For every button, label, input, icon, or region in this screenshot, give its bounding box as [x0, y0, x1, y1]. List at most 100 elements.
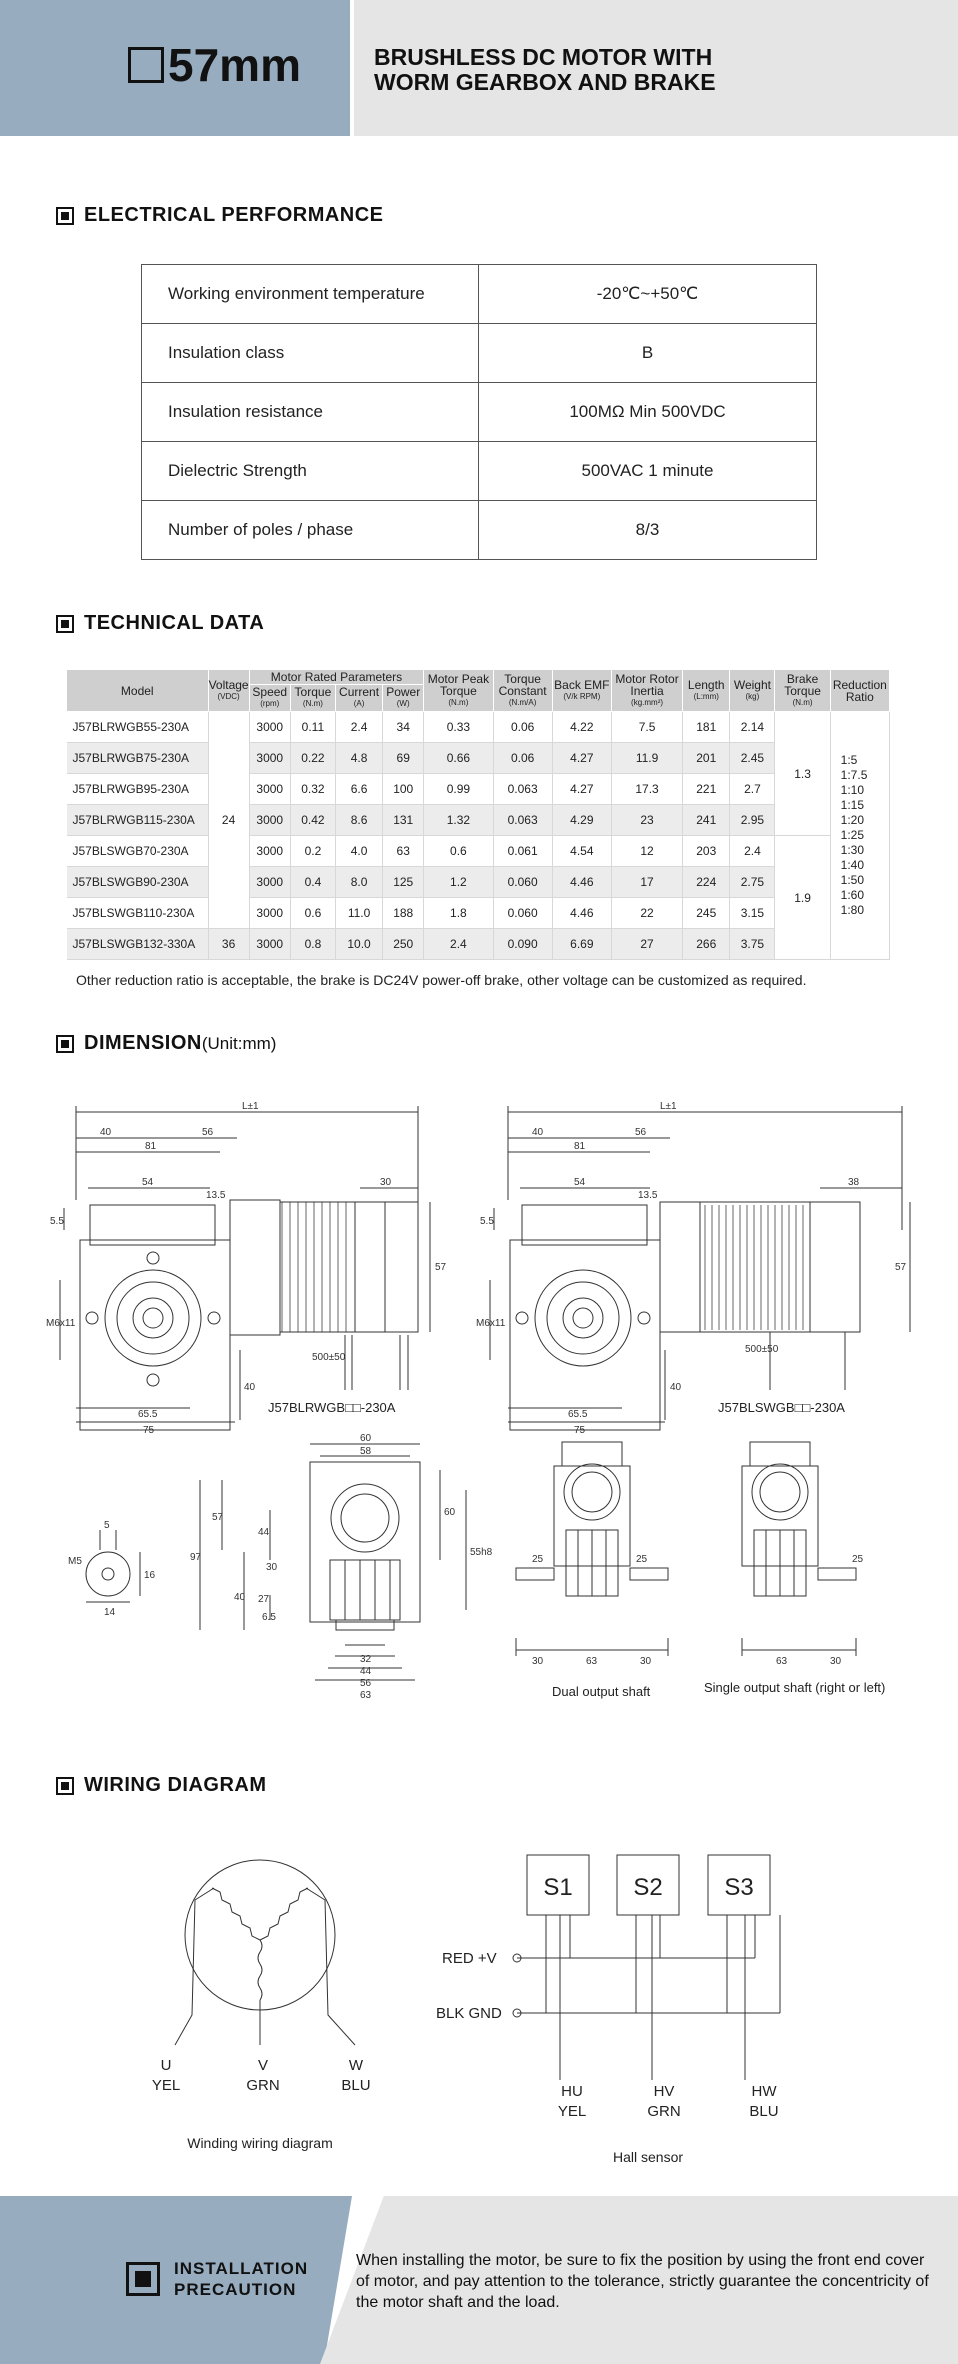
col-speed: Speed(rpm): [248, 684, 291, 712]
svg-text:56: 56: [360, 1678, 372, 1689]
table-cell: 23: [611, 804, 684, 836]
electrical-label: Working environment temperature: [141, 264, 479, 324]
svg-text:500±50: 500±50: [312, 1352, 346, 1363]
ratio-item: 1:15: [840, 798, 865, 812]
table-cell: 17.3: [611, 773, 684, 805]
svg-text:25: 25: [636, 1554, 648, 1565]
hall-sensor-diagram: [512, 1854, 781, 2080]
svg-text:GRN: GRN: [647, 2103, 680, 2120]
electrical-performance-table: Working environment temperature-20℃~+50℃…: [141, 264, 817, 560]
table-cell: 3000: [249, 835, 291, 867]
table-cell: J57BLSWGB132-330A: [66, 928, 209, 960]
drawing-gearbox-front-view: [199, 1443, 467, 1681]
svg-text:60: 60: [444, 1507, 456, 1518]
table-cell: 241: [682, 804, 731, 836]
svg-text:32: 32: [360, 1654, 372, 1665]
col-weight: Weight(kg): [729, 669, 776, 712]
col-current: Current(A): [334, 684, 384, 712]
table-cell: 0.6: [290, 897, 336, 929]
col-length: Length(L:mm): [682, 669, 731, 712]
svg-text:V: V: [258, 2057, 268, 2074]
svg-text:5.5: 5.5: [480, 1216, 494, 1227]
table-cell: 2.95: [729, 804, 776, 836]
table-cell: 0.06: [493, 711, 553, 743]
svg-text:M5: M5: [68, 1556, 82, 1567]
svg-text:75: 75: [143, 1425, 155, 1436]
table-cell: 7.5: [611, 711, 684, 743]
table-cell: 3.75: [729, 928, 776, 960]
table-cell: 4.29: [552, 804, 612, 836]
drawing-single-output-shaft: [741, 1441, 857, 1656]
svg-text:HU: HU: [561, 2083, 583, 2100]
section-technical-data: TECHNICAL DATA: [56, 612, 264, 635]
svg-text:57: 57: [212, 1512, 224, 1523]
table-cell: 2.4: [335, 711, 384, 743]
svg-text:U: U: [161, 2057, 172, 2074]
table-cell: J57BLRWGB95-230A: [66, 773, 209, 805]
table-cell: 201: [682, 742, 731, 774]
svg-text:S1: S1: [543, 1874, 572, 1901]
svg-text:M6x11: M6x11: [46, 1318, 76, 1329]
table-cell: 11.0: [335, 897, 384, 929]
table-cell: 2.4: [423, 928, 494, 960]
drawing-rwgb-side-view: [59, 1106, 431, 1431]
table-cell: 2.4: [729, 835, 776, 867]
table-cell: 224: [682, 866, 731, 898]
table-cell: 0.063: [493, 773, 553, 805]
svg-text:44: 44: [360, 1666, 372, 1677]
electrical-label: Insulation resistance: [141, 382, 479, 442]
table-cell: 0.060: [493, 897, 553, 929]
electrical-label: Dielectric Strength: [141, 441, 479, 501]
col-model: Model: [66, 669, 209, 712]
svg-text:5: 5: [104, 1520, 110, 1531]
svg-text:RED +V: RED +V: [442, 1950, 497, 1967]
caption-swgb: J57BLSWGB□□-230A: [718, 1400, 845, 1415]
table-cell: J57BLRWGB115-230A: [66, 804, 209, 836]
svg-text:65.5: 65.5: [138, 1409, 158, 1420]
table-cell: 2.75: [729, 866, 776, 898]
table-cell: 8.6: [335, 804, 384, 836]
svg-text:6.5: 6.5: [262, 1612, 276, 1623]
svg-text:81: 81: [145, 1141, 157, 1152]
table-cell: 6.6: [335, 773, 384, 805]
table-cell: 4.8: [335, 742, 384, 774]
table-cell: 131: [382, 804, 425, 836]
svg-text:57: 57: [435, 1262, 447, 1273]
col-reduction-ratio: Reduction Ratio: [829, 669, 891, 712]
table-cell: 0.32: [290, 773, 336, 805]
svg-text:30: 30: [830, 1656, 842, 1667]
svg-text:65.5: 65.5: [568, 1409, 588, 1420]
table-cell: 24: [208, 711, 250, 929]
svg-text:30: 30: [640, 1656, 652, 1667]
table-cell: 0.4: [290, 866, 336, 898]
table-cell: 3000: [249, 897, 291, 929]
table-cell: J57BLRWGB75-230A: [66, 742, 209, 774]
svg-text:25: 25: [852, 1554, 864, 1565]
table-cell: 1.9: [774, 835, 831, 960]
col-torque: Torque(N.m): [289, 684, 336, 712]
svg-text:40: 40: [532, 1127, 544, 1138]
table-cell: 1.32: [423, 804, 494, 836]
svg-text:HW: HW: [752, 2083, 778, 2100]
product-title: BRUSHLESS DC MOTOR WITH WORM GEARBOX AND…: [374, 44, 716, 95]
table-cell: J57BLSWGB110-230A: [66, 897, 209, 929]
table-cell: 0.061: [493, 835, 553, 867]
svg-text:BLK GND: BLK GND: [436, 2005, 502, 2022]
svg-text:L±1: L±1: [242, 1101, 259, 1112]
ratio-item: 1:50: [840, 873, 865, 887]
ratio-item: 1:7.5: [840, 768, 868, 782]
table-cell: J57BLSWGB90-230A: [66, 866, 209, 898]
page-header: 57mm BRUSHLESS DC MOTOR WITH WORM GEARBO…: [0, 0, 958, 136]
ratio-item: 1:10: [840, 783, 865, 797]
table-cell: 3000: [249, 928, 291, 960]
square-flange-icon: [128, 47, 164, 83]
col-rotor-inertia: Motor Rotor Inertia(kg.mm²): [610, 669, 684, 712]
table-cell: 4.22: [552, 711, 612, 743]
